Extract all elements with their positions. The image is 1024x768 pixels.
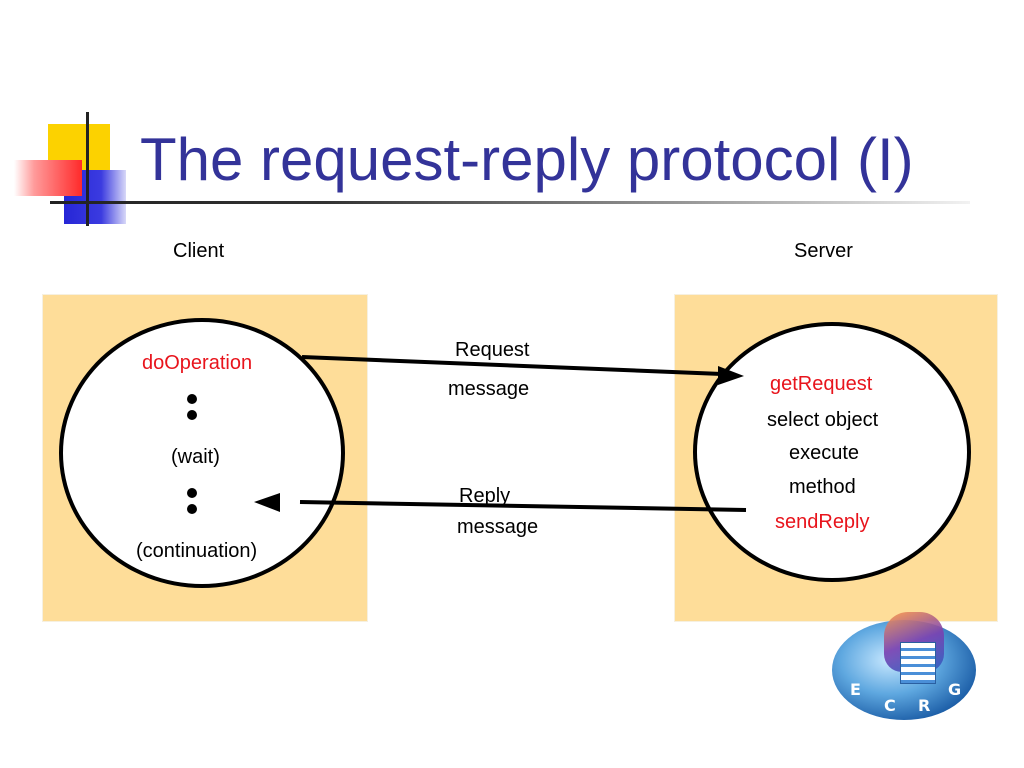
logo-document-icon (900, 642, 936, 684)
request-message-label: message (448, 378, 530, 400)
request-arrowhead (718, 366, 744, 385)
reply-arrowhead (254, 493, 280, 512)
ecrg-logo: E C R G (826, 612, 982, 722)
deco-vertical-line (86, 112, 89, 226)
execute-label: execute (789, 442, 860, 464)
send-reply-label: sendReply (775, 511, 870, 533)
deco-red-square (14, 160, 82, 196)
get-request-label: getRequest (770, 373, 873, 395)
method-label: method (789, 476, 856, 498)
logo-letter: E (850, 680, 861, 699)
ellipsis-dot (187, 488, 197, 498)
server-header: Server (794, 240, 853, 262)
client-process-circle (59, 318, 345, 588)
slide-title: The request-reply protocol (I) (140, 126, 914, 193)
logo-letter: C (884, 696, 896, 715)
request-label: Request (455, 339, 530, 361)
select-object-label: select object (767, 409, 879, 431)
ellipsis-dot (187, 504, 197, 514)
do-operation-label: doOperation (142, 352, 253, 374)
ellipsis-dot (187, 394, 197, 404)
reply-arrow-line (299, 500, 747, 512)
request-arrow-line (301, 355, 723, 376)
wait-label: (wait) (171, 446, 220, 468)
server-process-circle (693, 322, 971, 582)
reply-message-label: message (457, 516, 539, 538)
title-underline (50, 201, 970, 204)
reply-label: Reply (459, 485, 511, 507)
request-arrow (301, 355, 744, 385)
ellipsis-dot (187, 410, 197, 420)
reply-arrow (254, 493, 747, 512)
logo-letter: G (948, 680, 962, 699)
logo-letter: R (918, 696, 931, 715)
continuation-label: (continuation) (136, 540, 258, 562)
client-header: Client (173, 240, 225, 262)
